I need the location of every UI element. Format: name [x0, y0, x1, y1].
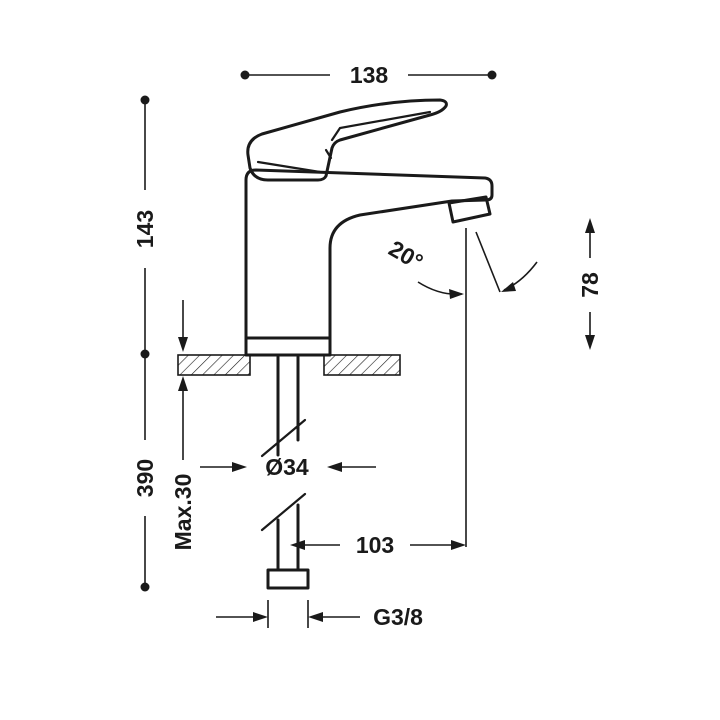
faucet-base-ring — [244, 336, 332, 357]
dimension-label-angle: 20° — [384, 235, 427, 275]
dimension-height-78: 78 — [577, 218, 603, 350]
dimension-label-height-total: 390 — [132, 459, 158, 497]
dimension-label-height-spout: 78 — [577, 272, 603, 298]
aerator — [447, 195, 492, 224]
faucet-body — [244, 168, 494, 357]
dimension-width-138: 138 — [240, 62, 497, 88]
pipe-fitting — [266, 568, 310, 590]
dimension-diameter: Ø34 — [200, 454, 376, 480]
dimension-height-390: 390 — [132, 354, 158, 592]
dimension-label-max-thickness: Max.30 — [170, 474, 196, 551]
dimension-angle: 20° — [384, 228, 538, 547]
dimension-max-thickness: Max.30 — [170, 300, 196, 550]
dimension-reach: 103 — [290, 532, 466, 558]
dimension-endpoint — [140, 582, 150, 592]
dimension-label-height-body: 143 — [132, 210, 158, 248]
countertop-left — [177, 354, 251, 376]
dimension-label-reach: 103 — [356, 532, 394, 558]
dimension-endpoint — [487, 70, 497, 80]
dimension-height-143: 143 — [132, 95, 158, 359]
countertop — [177, 354, 401, 376]
dimension-label-diameter: Ø34 — [265, 454, 309, 480]
dimension-label-width: 138 — [350, 62, 389, 88]
supply-pipe — [260, 355, 310, 590]
dimension-label-thread: G3/8 — [373, 604, 423, 630]
dimension-thread: G3/8 — [216, 600, 423, 630]
lever-handle — [246, 98, 448, 182]
countertop-right — [323, 354, 401, 376]
